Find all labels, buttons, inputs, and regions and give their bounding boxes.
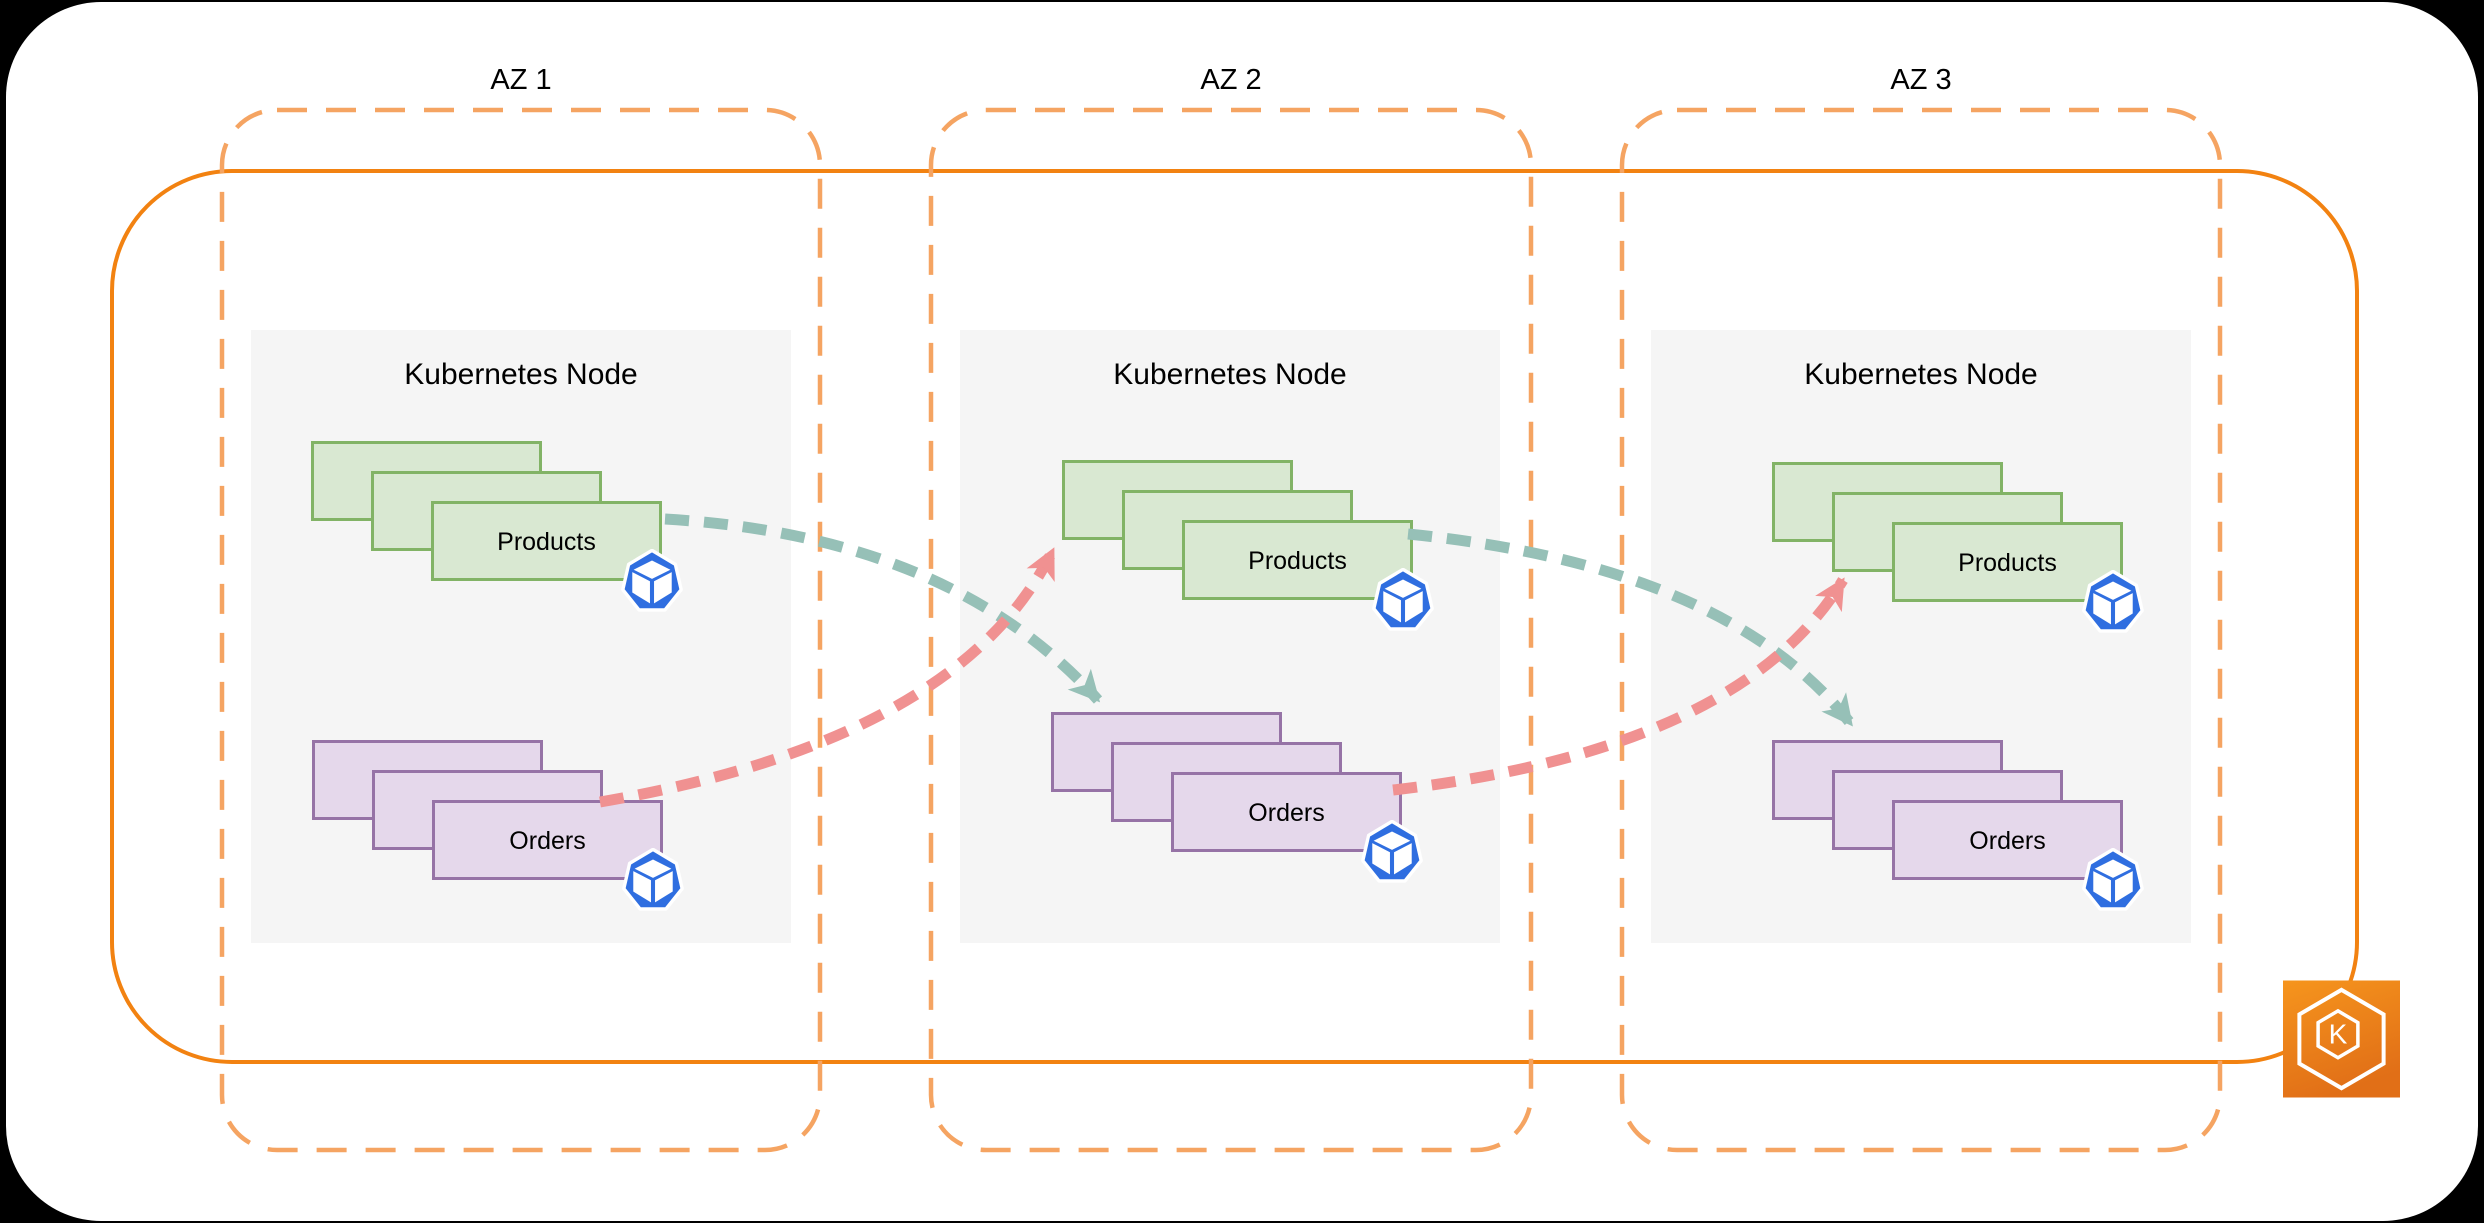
az3-products-stack: Products xyxy=(1772,462,2123,612)
kubernetes-pod-icon xyxy=(1358,820,1426,888)
az3-orders-stack: Orders xyxy=(1772,740,2123,890)
az2-orders-stack: Orders xyxy=(1051,712,1402,862)
kubernetes-pod-icon xyxy=(2079,848,2147,916)
kubernetes-pod-icon xyxy=(1369,568,1437,636)
kubernetes-pod-icon xyxy=(618,549,686,617)
az2-node-title: Kubernetes Node xyxy=(1113,358,1347,391)
az3-label: AZ 3 xyxy=(1890,64,1952,96)
az1-orders-stack: Orders xyxy=(312,740,663,890)
availability-zone-2: AZ 2 Kubernetes Node Products Orders xyxy=(931,0,1531,1223)
availability-zone-1: AZ 1 Kubernetes Node Products Orders xyxy=(222,0,820,1223)
availability-zone-3: AZ 3 Kubernetes Node Products Orders xyxy=(1622,0,2220,1223)
kubernetes-pod-icon xyxy=(2079,570,2147,638)
az1-node-title: Kubernetes Node xyxy=(404,358,638,391)
amazon-eks-icon: K xyxy=(2283,980,2400,1098)
az1-products-stack: Products xyxy=(311,441,662,591)
az2-label: AZ 2 xyxy=(1200,64,1262,96)
az2-products-stack: Products xyxy=(1062,460,1413,610)
az3-node-title: Kubernetes Node xyxy=(1804,358,2038,391)
eks-icon-letter: K xyxy=(2329,1019,2348,1050)
az1-label: AZ 1 xyxy=(490,64,552,96)
kubernetes-pod-icon xyxy=(619,848,687,916)
